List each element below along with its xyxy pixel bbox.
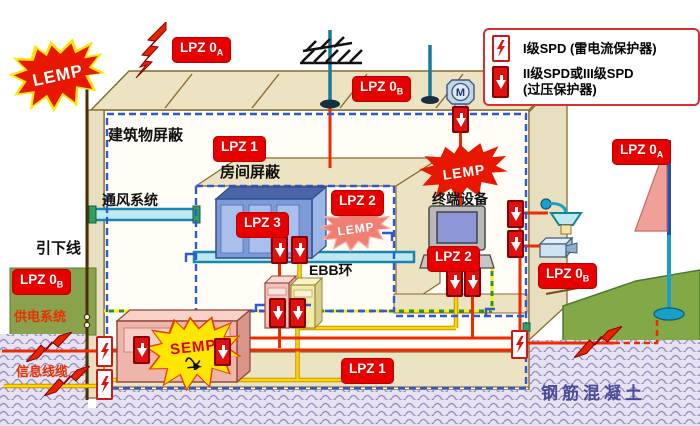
surge-bolt-earth-icon <box>574 326 622 358</box>
lightning-strike-icon <box>135 22 167 78</box>
spd-cabinet-1 <box>271 236 288 264</box>
zone-text: LPZ 0 <box>180 40 217 55</box>
zone-sub: B <box>396 86 404 97</box>
spd-entry-power <box>96 336 113 367</box>
zone-sub: B <box>582 273 590 284</box>
zone-text: LPZ 3 <box>244 215 281 230</box>
arrow-down-icon <box>510 237 521 251</box>
surge-bolt-signal-icon <box>44 366 90 396</box>
spd-box-2 <box>289 298 306 328</box>
arrow-down-icon <box>455 112 466 127</box>
legend-class2-spd-icon <box>492 66 509 98</box>
legend-box: I级SPD (雷电流保护器) II级SPD或III级SPD (过压保护器) <box>483 28 700 106</box>
zone-text: LPZ 2 <box>339 193 376 208</box>
zone-text: LPZ 0 <box>546 266 583 281</box>
zone-text: LPZ 0 <box>620 142 657 157</box>
spd-semp-left <box>133 336 150 364</box>
zone-label-lpz0a-top: LPZ 0A <box>172 37 232 63</box>
surge-bolt-power-icon <box>26 332 72 362</box>
arrow-down-icon <box>510 207 521 221</box>
wall-lamp-icon <box>540 198 583 235</box>
down-conductor-label: 引下线 <box>36 240 82 257</box>
spd-wall-camera <box>507 230 524 258</box>
arrow-down-icon <box>292 306 303 320</box>
legend-class1-spd-icon <box>492 35 510 62</box>
power-system-label: 供电系统 <box>14 309 67 324</box>
zone-label-lpz0b-roof: LPZ 0B <box>352 76 412 102</box>
zone-label-lpz3: LPZ 3 <box>236 212 289 238</box>
legend-row2-line1: II级SPD或III级SPD <box>523 66 634 82</box>
spd-motor <box>452 106 469 133</box>
reinforced-concrete-label: 钢筋混凝土 <box>541 384 646 403</box>
zone-sub: A <box>656 149 664 160</box>
spd-earth-exit <box>511 330 528 359</box>
spd-semp-right <box>214 338 231 366</box>
zone-text: LPZ 0 <box>20 272 57 287</box>
arrow-down-icon <box>449 275 460 289</box>
arrow-down-icon <box>272 306 283 320</box>
spd-wall-lamp <box>507 200 524 228</box>
down-conductor-line <box>83 80 91 400</box>
zone-label-lpz1-floor: LPZ 1 <box>341 358 394 384</box>
zone-label-lpz0b-right: LPZ 0B <box>538 263 598 289</box>
arrow-down-icon <box>467 275 478 289</box>
arrow-down-icon <box>274 243 285 257</box>
bolt-icon <box>100 375 109 393</box>
arrow-down-icon <box>136 343 147 357</box>
zone-sub: A <box>216 47 224 58</box>
ventilation-label: 通风系统 <box>102 192 158 208</box>
vent-pipe <box>88 205 201 224</box>
terminal-equipment-label: 终端设备 <box>432 191 488 207</box>
arrow-down-icon <box>294 243 305 257</box>
camera-icon <box>538 236 578 259</box>
zone-label-lpz1-top: LPZ 1 <box>213 136 266 162</box>
spd-entry-signal <box>96 369 113 400</box>
legend-row1-text: I级SPD (雷电流保护器) <box>523 40 657 56</box>
spd-box-1 <box>269 298 286 328</box>
bolt-icon <box>497 39 505 57</box>
info-cable-label: 信息线缆 <box>16 364 69 379</box>
arrow-down-icon <box>217 345 228 359</box>
spd-terminal-2 <box>464 267 481 297</box>
zone-text: LPZ 1 <box>221 139 258 154</box>
zone-label-lpz0a-right: LPZ 0A <box>612 139 672 165</box>
room-shield-label: 房间屏蔽 <box>220 164 281 181</box>
zone-label-lpz2-terminal: LPZ 2 <box>427 246 480 272</box>
zone-sub: B <box>56 279 64 290</box>
legend-row2-text: II级SPD或III级SPD (过压保护器) <box>523 66 692 97</box>
zone-text: LPZ 2 <box>435 249 472 264</box>
motor-label: M <box>456 87 465 99</box>
spd-cabinet-2 <box>291 236 308 264</box>
bolt-icon <box>100 342 109 360</box>
arrow-down-icon <box>495 75 506 89</box>
roof-pole <box>421 45 439 104</box>
zone-text: LPZ 0 <box>360 79 397 94</box>
building-shield-label: 建筑物屏蔽 <box>108 127 184 144</box>
legend-row2-line2: (过压保护器) <box>523 82 597 97</box>
ebb-ring-label: EBB环 <box>309 262 353 278</box>
motor-icon: M <box>446 79 475 109</box>
zone-text: LPZ 1 <box>349 361 386 376</box>
zone-label-lpz2-room: LPZ 2 <box>331 190 384 216</box>
zone-label-lpz0b-left: LPZ 0B <box>12 269 72 295</box>
antenna-icon <box>300 30 363 109</box>
semp-symbol-icon <box>184 356 203 371</box>
bolt-icon <box>515 335 524 353</box>
semp-star: SEMP <box>142 311 245 397</box>
